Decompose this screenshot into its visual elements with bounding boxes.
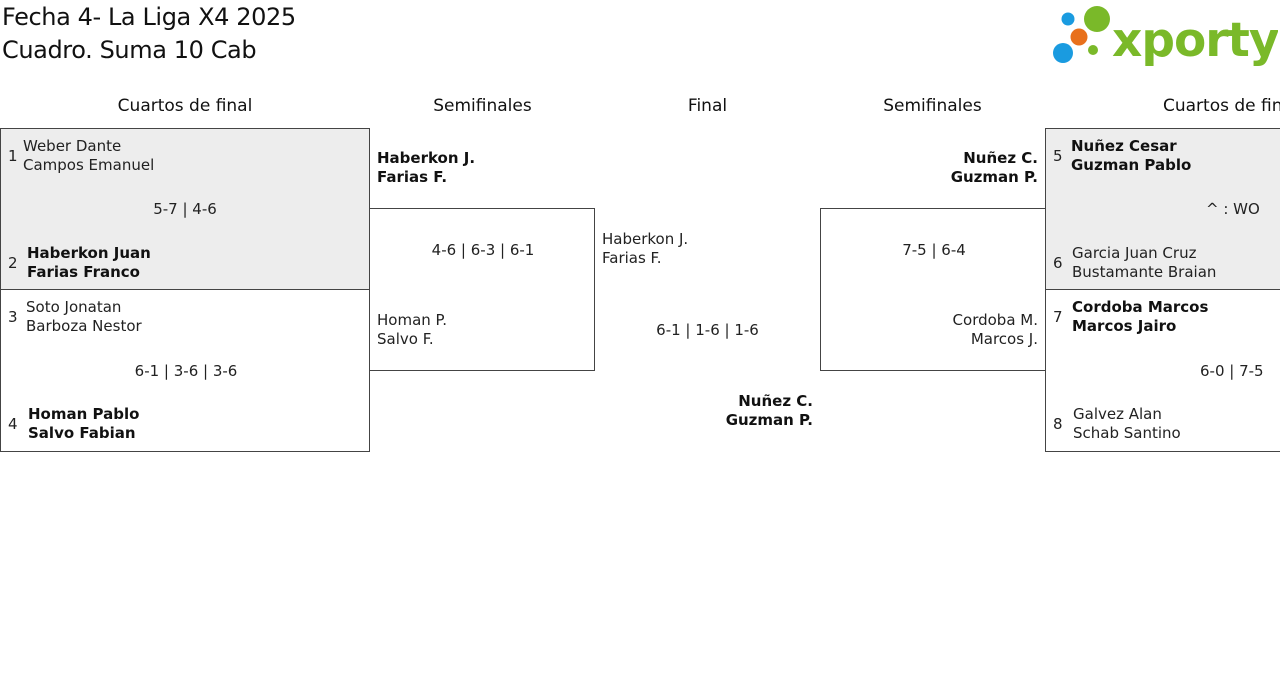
player-name: Homan Pablo <box>28 405 140 423</box>
player-name: Soto Jonatan <box>26 298 122 316</box>
seed-number: 4 <box>8 415 18 433</box>
match-score: 5-7 | 4-6 <box>153 200 217 218</box>
left-quarterfinal-2[interactable]: 3 Soto Jonatan Barboza Nestor 6-1 | 3-6 … <box>0 289 370 452</box>
final-match-score: 6-1 | 1-6 | 1-6 <box>656 321 759 339</box>
final-team-top: Haberkon J. Farias F. <box>602 230 688 268</box>
player-name: Nuñez C. <box>738 392 813 410</box>
player-name: Homan P. <box>377 311 448 329</box>
team-names: Galvez Alan Schab Santino <box>1073 405 1181 443</box>
player-name: Haberkon Juan <box>27 244 151 262</box>
final-team-bottom-winner: Nuñez C. Guzman P. <box>595 392 813 430</box>
player-name: Guzman Pablo <box>1071 156 1192 174</box>
seed-number: 1 <box>8 147 18 165</box>
left-quarterfinal-1[interactable]: 1 Weber Dante Campos Emanuel 5-7 | 4-6 2… <box>0 128 370 290</box>
match-score: 7-5 | 6-4 <box>902 241 966 259</box>
header-left-semis: Semifinales <box>433 96 532 116</box>
seed-number: 6 <box>1053 254 1063 272</box>
left-semi-team-top: Haberkon J. Farias F. <box>377 149 475 187</box>
match-score: 6-1 | 3-6 | 3-6 <box>134 362 238 380</box>
player-name: Bustamante Braian <box>1072 263 1217 281</box>
player-name: Farias Franco <box>27 263 140 281</box>
team-names: Garcia Juan Cruz Bustamante Braian <box>1072 244 1216 282</box>
right-semifinal[interactable]: 7-5 | 6-4 Cordoba M. Marcos J. <box>820 208 1046 371</box>
team-names: Cordoba M. Marcos J. <box>821 311 1038 349</box>
player-name: Salvo F. <box>377 330 434 348</box>
page-title: Fecha 4- La Liga X4 2025 <box>2 3 296 31</box>
header-final: Final <box>687 96 728 116</box>
right-quarterfinal-2[interactable]: 7 Cordoba Marcos Marcos Jairo 6-0 | 7-5 … <box>1045 289 1280 452</box>
player-name: Guzman P. <box>725 411 813 429</box>
seed-number: 5 <box>1053 147 1063 165</box>
team-names: Soto Jonatan Barboza Nestor <box>26 298 142 336</box>
seed-number: 8 <box>1053 415 1063 433</box>
left-semifinal[interactable]: 4-6 | 6-3 | 6-1 Homan P. Salvo F. <box>369 208 595 371</box>
seed-number: 2 <box>8 254 18 272</box>
player-name: Cordoba Marcos <box>1072 298 1209 316</box>
player-name: Salvo Fabian <box>28 424 136 442</box>
header-right-semis: Semifinales <box>883 96 982 116</box>
right-quarterfinal-1[interactable]: 5 Nuñez Cesar Guzman Pablo ^ : WO 6 Garc… <box>1045 128 1280 290</box>
player-name: Weber Dante <box>23 137 122 155</box>
seed-number: 7 <box>1053 308 1063 326</box>
match-score: 4-6 | 6-3 | 6-1 <box>431 241 535 259</box>
header-left-quarters: Cuartos de final <box>117 96 253 116</box>
player-name: Barboza Nestor <box>26 317 142 335</box>
player-name: Guzman P. <box>950 168 1038 186</box>
match-score: ^ : WO <box>1206 200 1260 218</box>
player-name: Marcos J. <box>970 330 1038 348</box>
player-name: Haberkon J. <box>377 149 476 167</box>
team-names: Homan P. Salvo F. <box>377 311 447 349</box>
xporty-logo: xporty <box>1050 4 1280 68</box>
player-name: Farias F. <box>377 168 448 186</box>
player-name: Farias F. <box>602 249 662 267</box>
page-subtitle: Cuadro. Suma 10 Cab <box>2 36 257 64</box>
player-name: Campos Emanuel <box>23 156 155 174</box>
player-name: Marcos Jairo <box>1072 317 1177 335</box>
player-name: Nuñez Cesar <box>1071 137 1177 155</box>
player-name: Garcia Juan Cruz <box>1072 244 1197 262</box>
seed-number: 3 <box>8 308 18 326</box>
team-names-winner: Haberkon Juan Farias Franco <box>27 244 151 282</box>
xporty-logo-graphic: xporty <box>1053 6 1280 68</box>
player-name: Cordoba M. <box>952 311 1038 329</box>
team-names-winner: Homan Pablo Salvo Fabian <box>28 405 139 443</box>
team-names-winner: Cordoba Marcos Marcos Jairo <box>1072 298 1208 336</box>
player-name: Nuñez C. <box>963 149 1038 167</box>
player-name: Haberkon J. <box>602 230 689 248</box>
player-name: Galvez Alan <box>1073 405 1162 423</box>
player-name: Schab Santino <box>1073 424 1181 442</box>
match-score: 6-0 | 7-5 <box>1200 362 1264 380</box>
logo-wordmark: xporty <box>1112 13 1278 68</box>
team-names-winner: Nuñez Cesar Guzman Pablo <box>1071 137 1191 175</box>
team-names: Weber Dante Campos Emanuel <box>23 137 154 175</box>
header-right-quarters: Cuartos de fin <box>1163 96 1280 116</box>
right-semi-team-top: Nuñez C. Guzman P. <box>820 149 1038 187</box>
